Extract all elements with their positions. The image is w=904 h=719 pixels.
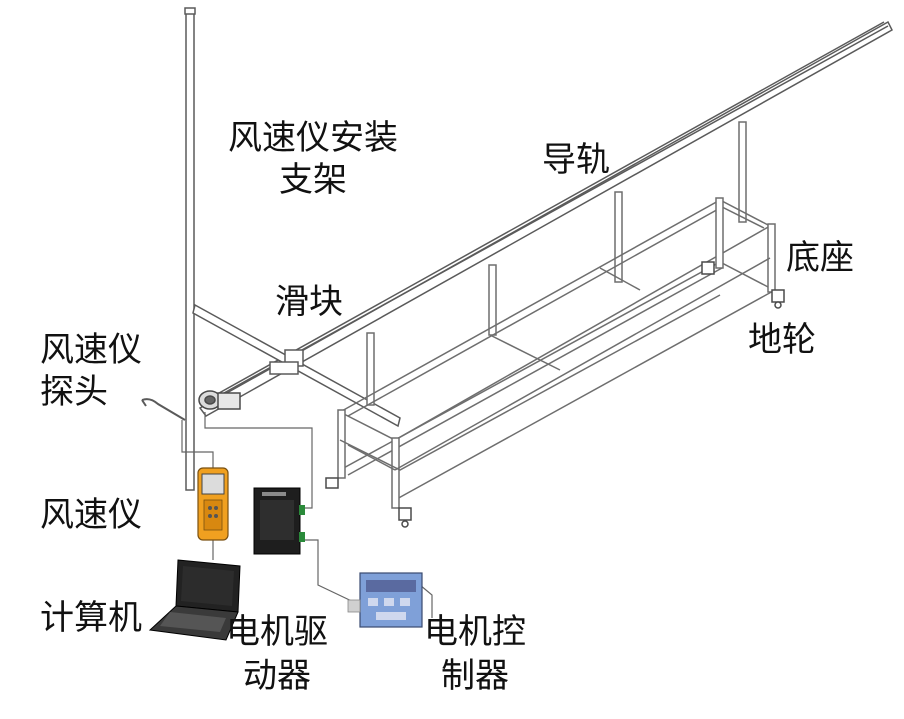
rail-supports (366, 121, 747, 406)
base-frame (337, 197, 776, 509)
slider-bar (192, 303, 401, 428)
anemometer-probe (141, 398, 186, 421)
computer-laptop (148, 559, 241, 641)
label-anemometer-mount-line2: 支架 (279, 160, 347, 200)
label-ground-wheel: 地轮 (748, 320, 816, 360)
ground-wheels (325, 261, 785, 528)
label-probe-line2: 探头 (40, 372, 108, 412)
guide-rail (198, 20, 893, 417)
label-base: 底座 (786, 238, 854, 278)
signal-wires (181, 412, 433, 618)
anemometer-device (197, 467, 229, 541)
label-motor-controller-line1: 电机控 (424, 612, 526, 652)
label-anemometer: 风速仪 (40, 495, 142, 535)
label-computer: 计算机 (40, 598, 142, 638)
motor-driver-device (253, 487, 305, 555)
anemometer-mount-pole (184, 7, 196, 491)
label-motor-controller-line2: 制器 (441, 656, 509, 696)
label-slider: 滑块 (275, 282, 343, 322)
label-anemometer-mount-line1: 风速仪安装 (228, 118, 398, 158)
label-motor-driver-line1: 电机驱 (226, 612, 328, 652)
label-motor-driver-line2: 动器 (243, 656, 311, 696)
label-guide-rail: 导轨 (542, 140, 610, 180)
label-probe-line1: 风速仪 (40, 330, 142, 370)
motor (198, 390, 241, 410)
motor-controller-device (347, 572, 423, 628)
